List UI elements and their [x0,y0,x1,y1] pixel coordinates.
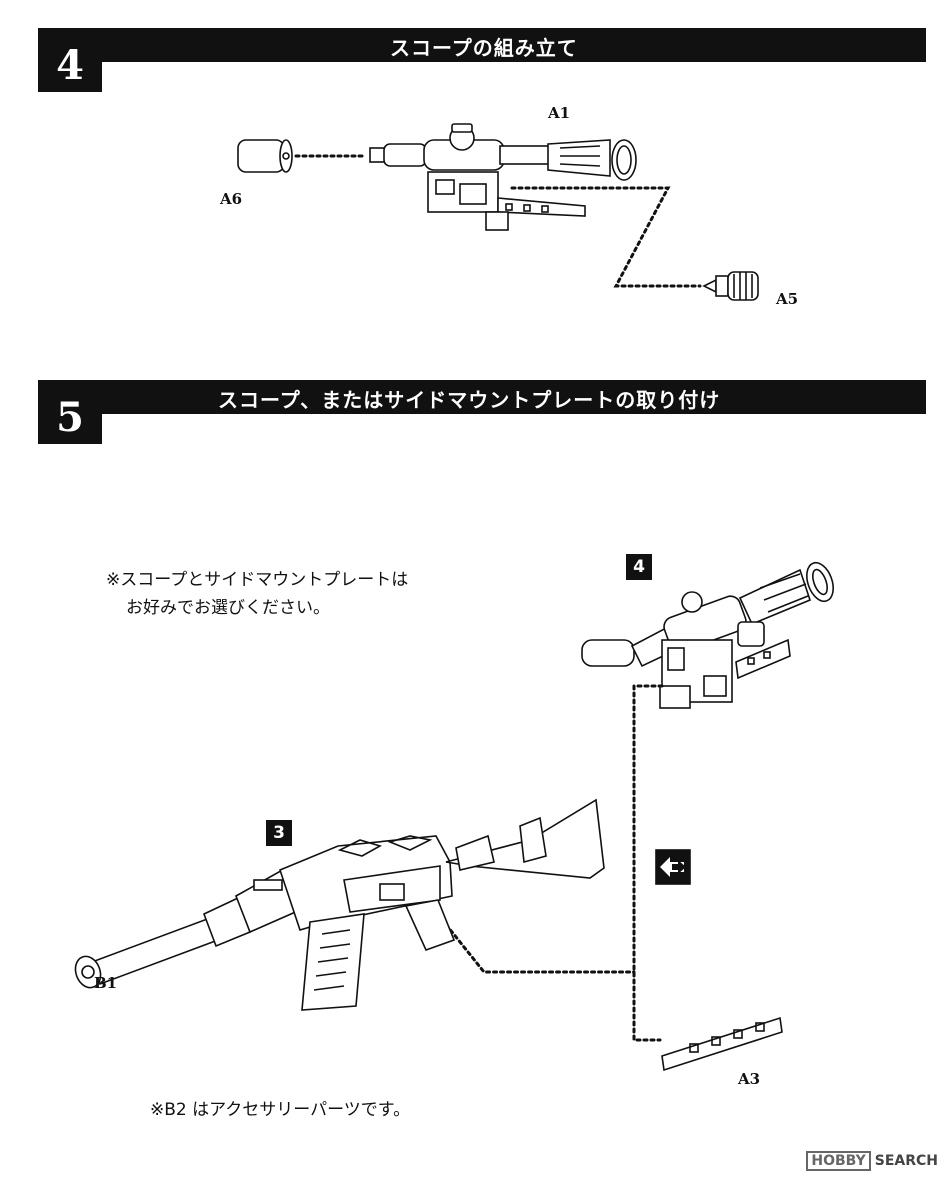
ref-badge-scope: 4 [626,554,652,580]
ref-badge-rifle: 3 [266,820,292,846]
part-a3-side-mount-plate [661,1016,783,1072]
part-a5-knob [702,271,759,301]
watermark-logo: HOBBY [806,1151,871,1171]
footnote-b2: ※B2 はアクセサリーパーツです。 [150,1100,411,1120]
step4-header-bar [38,28,926,62]
part-a6-lens-cap [237,139,293,173]
part-a1-scope-assembled [369,123,637,231]
label-a6: A6 [220,190,243,208]
label-a5: A5 [776,290,799,308]
watermark-text: SEARCH [874,1153,938,1169]
rifle-body-ref3 [74,798,605,1011]
label-a1: A1 [548,104,571,122]
step5-number: 5 [38,392,102,444]
step5-header-bar [38,380,926,414]
step4-title: スコープの組み立て [390,36,578,60]
step4-number: 4 [38,40,102,92]
swap-arrows-icon [655,849,691,885]
note-line-1: ※スコープとサイドマウントプレートは [106,570,409,590]
scope-unit-ref4 [581,561,834,709]
label-b1: B1 [94,974,118,992]
step5-title: スコープ、またはサイドマウントプレートの取り付け [218,388,721,412]
note-line-2: お好みでお選びください。 [126,598,330,618]
label-a3: A3 [738,1070,761,1088]
